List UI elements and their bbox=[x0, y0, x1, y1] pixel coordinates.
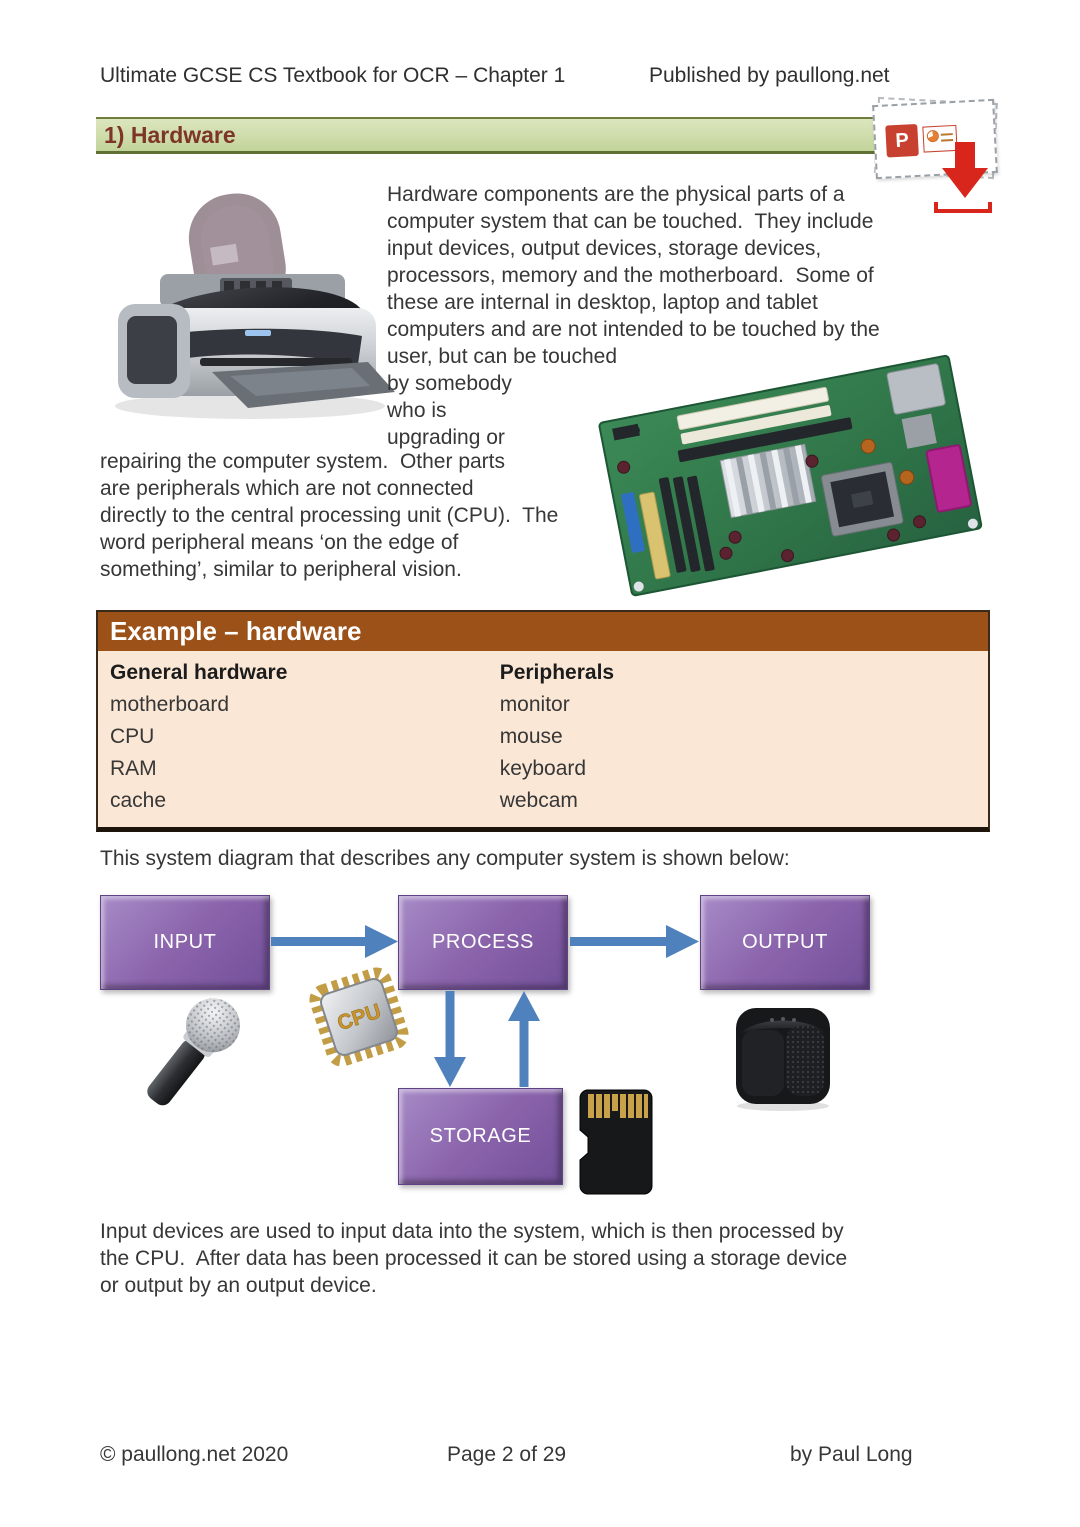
motherboard-image bbox=[598, 354, 983, 597]
example-title: Example – hardware bbox=[98, 610, 988, 651]
footer-copyright: © paullong.net 2020 bbox=[100, 1443, 289, 1466]
example-callout: Example – hardware General hardware Peri… bbox=[96, 610, 990, 832]
powerpoint-download-link[interactable]: P bbox=[868, 94, 1008, 224]
diagram-box-input: INPUT bbox=[100, 895, 270, 990]
example-table: General hardware Peripherals motherboard… bbox=[98, 651, 988, 827]
intro-paragraph-top: Hardware components are the physical par… bbox=[387, 183, 880, 341]
arrow-process-to-output bbox=[570, 925, 699, 958]
printer-image bbox=[115, 193, 395, 419]
sd-card-image bbox=[579, 1089, 653, 1195]
cpu-chip-image: CPU bbox=[309, 967, 409, 1067]
storage-label: STORAGE bbox=[429, 1125, 532, 1147]
table-cell: RAM bbox=[110, 757, 157, 780]
table-cell: keyboard bbox=[499, 757, 587, 780]
diagram-box-process: PROCESS bbox=[398, 895, 568, 990]
column-header-general: General hardware bbox=[110, 661, 288, 684]
table-cell: CPU bbox=[110, 725, 155, 748]
column-header-peripherals: Peripherals bbox=[499, 661, 615, 684]
powerpoint-icon: P bbox=[885, 123, 919, 158]
footer-author: by Paul Long bbox=[790, 1443, 913, 1466]
table-cell: webcam bbox=[499, 789, 578, 812]
section-header-bar: 1) Hardware bbox=[96, 117, 985, 154]
download-tray-icon bbox=[934, 202, 992, 213]
publisher-credit: Published by paullong.net bbox=[649, 64, 890, 87]
footer-page-number: Page 2 of 29 bbox=[447, 1443, 567, 1466]
doc-title: Ultimate GCSE CS Textbook for OCR – Chap… bbox=[100, 64, 566, 87]
intro-paragraph-narrow: user, but can be touched by somebody who… bbox=[387, 345, 618, 449]
speaker-image bbox=[736, 1008, 830, 1111]
intro-paragraph-bottom: repairing the computer system. Other par… bbox=[100, 450, 559, 581]
table-cell: mouse bbox=[499, 725, 563, 748]
download-arrow-icon bbox=[942, 142, 988, 198]
arrow-input-to-process bbox=[271, 925, 398, 958]
diagram-caption: This system diagram that describes any c… bbox=[100, 847, 790, 870]
input-label: INPUT bbox=[153, 931, 217, 953]
process-label: PROCESS bbox=[431, 931, 534, 953]
diagram-box-output: OUTPUT bbox=[700, 895, 870, 990]
section-title: 1) Hardware bbox=[104, 121, 236, 148]
table-cell: cache bbox=[110, 789, 167, 812]
table-cell: monitor bbox=[499, 693, 570, 716]
arrow-process-to-storage bbox=[434, 991, 466, 1087]
arrow-storage-to-process bbox=[508, 991, 540, 1087]
table-cell: motherboard bbox=[110, 693, 230, 716]
output-label: OUTPUT bbox=[742, 931, 828, 953]
closing-paragraph: Input devices are used to input data int… bbox=[100, 1220, 848, 1297]
diagram-box-storage: STORAGE bbox=[398, 1088, 563, 1185]
microphone-image bbox=[147, 998, 241, 1106]
